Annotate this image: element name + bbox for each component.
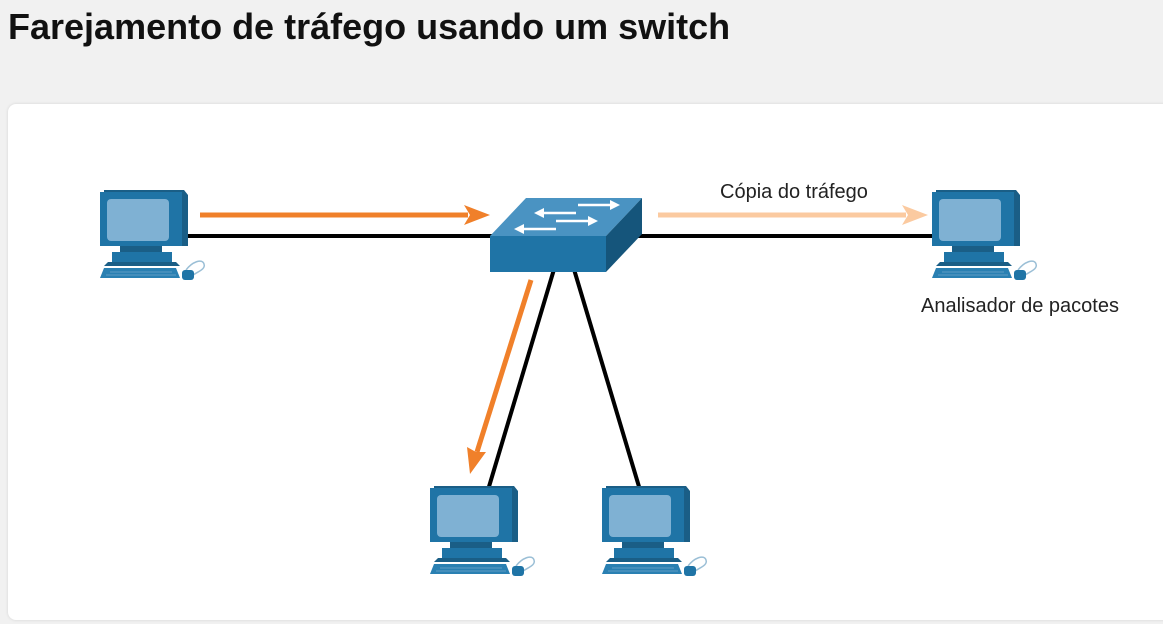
traffic-copy-label: Cópia do tráfego [720,181,868,203]
cable-switch-to-destination [486,265,557,491]
other-computer-icon [601,485,708,577]
destination-computer-icon [429,485,536,577]
page-title: Farejamento de tráfego usando um switch [8,6,731,47]
cable-switch-to-other [571,265,642,491]
network-switch-icon [490,198,642,272]
traffic-arrow-to-switch [200,205,490,225]
traffic-arrow-to-destination [467,279,534,474]
packet-analyzer-label: Analisador de pacotes [921,295,1119,317]
traffic-copy-arrow [658,205,928,225]
analyzer-computer-icon [931,189,1038,281]
